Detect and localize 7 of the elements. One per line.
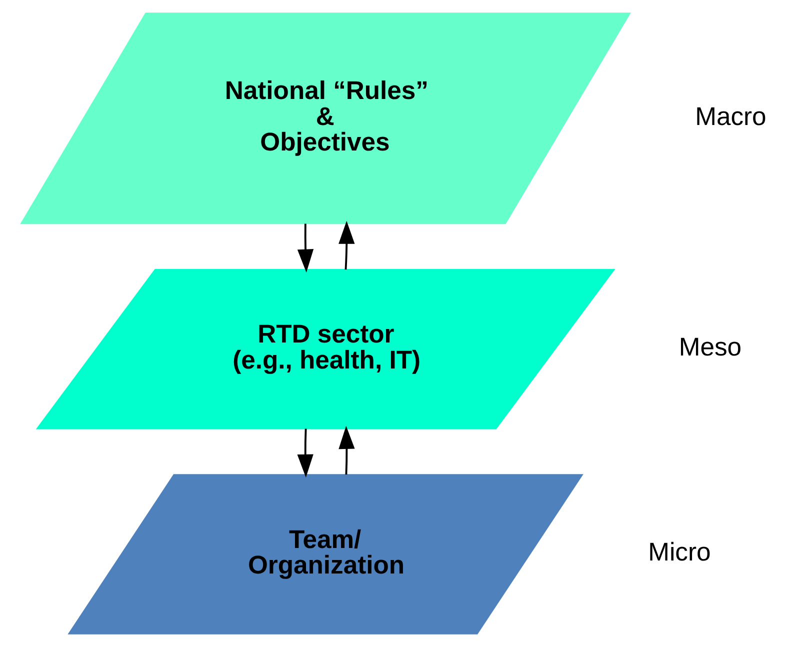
- label: Meso: [678, 334, 742, 362]
- label: Micro: [648, 538, 710, 567]
- arrow: [338, 220, 354, 270]
- label: Macro: [694, 102, 766, 131]
- arrow: [296, 224, 314, 272]
- arrow: [338, 426, 354, 475]
- arrow: [296, 428, 313, 478]
